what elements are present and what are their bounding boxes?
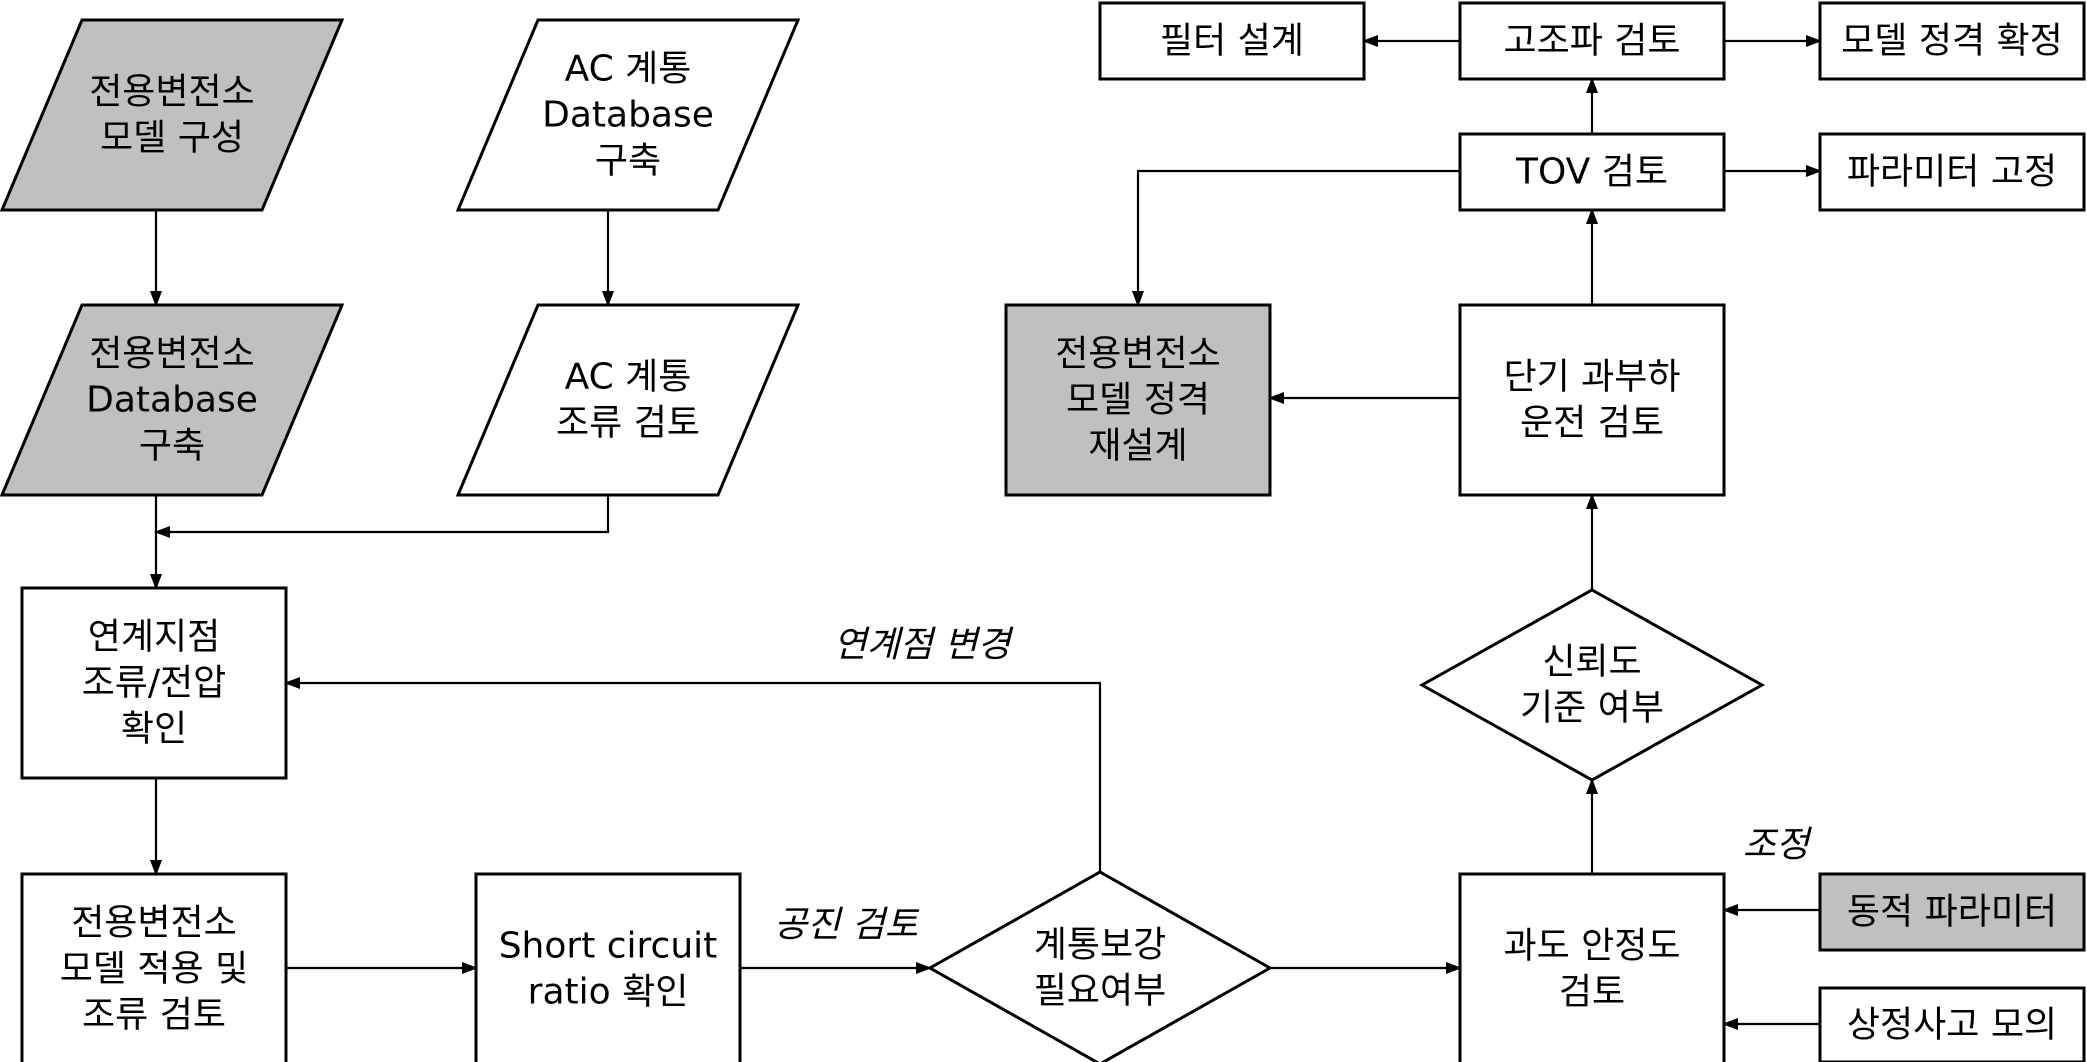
process-box — [20, 586, 288, 780]
node-label-line: 검토 — [1559, 972, 1625, 1013]
process-box — [1818, 1, 2086, 81]
node-label-line: 신뢰도 — [1542, 642, 1641, 683]
node-n2: AC 계통 Database 구축 — [455, 18, 801, 212]
arrow-n8-n5 — [284, 677, 1102, 872]
node-label-line: 파라미터 고정 — [1847, 152, 2057, 193]
node-label-line: 기준 여부 — [1520, 688, 1664, 729]
node-label-line: 전용변전소 — [1055, 334, 1221, 375]
node-n15: TOV 검토 — [1458, 132, 1726, 212]
data-parallelogram — [0, 18, 345, 212]
node-n18: 필터 설계 — [1098, 1, 1366, 81]
node-label-line: 확인 — [121, 709, 187, 750]
process-box — [1458, 303, 1726, 497]
node-label-line: 구축 — [595, 141, 661, 182]
process-box — [1458, 872, 1726, 1062]
process-box — [1818, 132, 2086, 212]
node-label-line: 필터 설계 — [1160, 21, 1304, 62]
node-label-line: 재설계 — [1088, 426, 1187, 467]
node-label-line: 조류 검토 — [556, 403, 700, 444]
node-label-line: ratio 확인 — [528, 972, 689, 1013]
node-n16: 파라미터 고정 — [1818, 132, 2086, 212]
node-label-line: 구축 — [139, 426, 205, 467]
process-box — [1004, 303, 1272, 497]
node-label-line: 조류/전압 — [82, 663, 227, 704]
node-label-line: 전용변전소 — [89, 334, 255, 375]
edge-label: 공진 검토 — [774, 905, 920, 946]
node-label-line: Short circuit — [499, 926, 718, 967]
data-parallelogram — [0, 303, 345, 497]
edge-label: 조정 — [1743, 825, 1813, 866]
edge-label: 연계점 변경 — [833, 625, 1014, 666]
process-box — [474, 872, 742, 1062]
process-box — [20, 872, 288, 1062]
node-label-line: AC 계통 — [565, 357, 692, 398]
node-label-line: 과도 안정도 — [1503, 926, 1680, 967]
node-label-line: 모델 구성 — [100, 118, 244, 159]
node-label-line: AC 계통 — [565, 49, 692, 90]
node-label-line: Database — [542, 95, 714, 136]
node-label-line: 전용변전소 — [89, 72, 255, 113]
node-label-line: 모델 정격 — [1066, 380, 1210, 421]
node-label-line: 고조파 검토 — [1503, 21, 1680, 62]
node-label-line: 필요여부 — [1034, 971, 1166, 1012]
process-box — [1458, 1, 1726, 81]
decision-diamond — [1418, 588, 1766, 782]
arrow-n15-n14 — [1132, 169, 1460, 307]
node-n19: 모델 정격 확정 — [1818, 1, 2086, 81]
process-box — [1818, 872, 2086, 952]
data-parallelogram — [455, 18, 801, 212]
node-label-line: 조류 검토 — [82, 995, 226, 1036]
node-n7: Short circuit ratio 확인 — [474, 872, 742, 1062]
node-label-line: 동적 파라미터 — [1847, 892, 2057, 933]
node-label-line: Database — [86, 380, 258, 421]
node-label-line: 연계지점 — [88, 617, 220, 658]
node-label-line: 운전 검토 — [1520, 403, 1664, 444]
node-label-line: 상정사고 모의 — [1847, 1005, 2057, 1046]
node-label-line: 전용변전소 — [71, 903, 237, 944]
node-n11: 상정사고 모의 — [1818, 986, 2086, 1062]
node-n10: 동적 파라미터 — [1818, 872, 2086, 952]
process-box — [1458, 132, 1726, 212]
decision-diamond — [926, 870, 1274, 1062]
process-box — [1818, 986, 2086, 1062]
data-parallelogram — [455, 303, 801, 497]
node-n3: 전용변전소 Database 구축 — [0, 303, 345, 497]
node-label-line: TOV 검토 — [1515, 152, 1668, 193]
node-n17: 고조파 검토 — [1458, 1, 1726, 81]
node-label-line: 단기 과부하 — [1503, 357, 1680, 398]
arrow-n4-n5 — [154, 495, 610, 538]
node-label-line: 모델 적용 및 — [60, 949, 249, 990]
process-box — [1098, 1, 1366, 81]
node-label-line: 모델 정격 확정 — [1841, 21, 2063, 62]
node-label-line: 계통보강 — [1034, 925, 1166, 966]
connectors — [150, 35, 1822, 1030]
